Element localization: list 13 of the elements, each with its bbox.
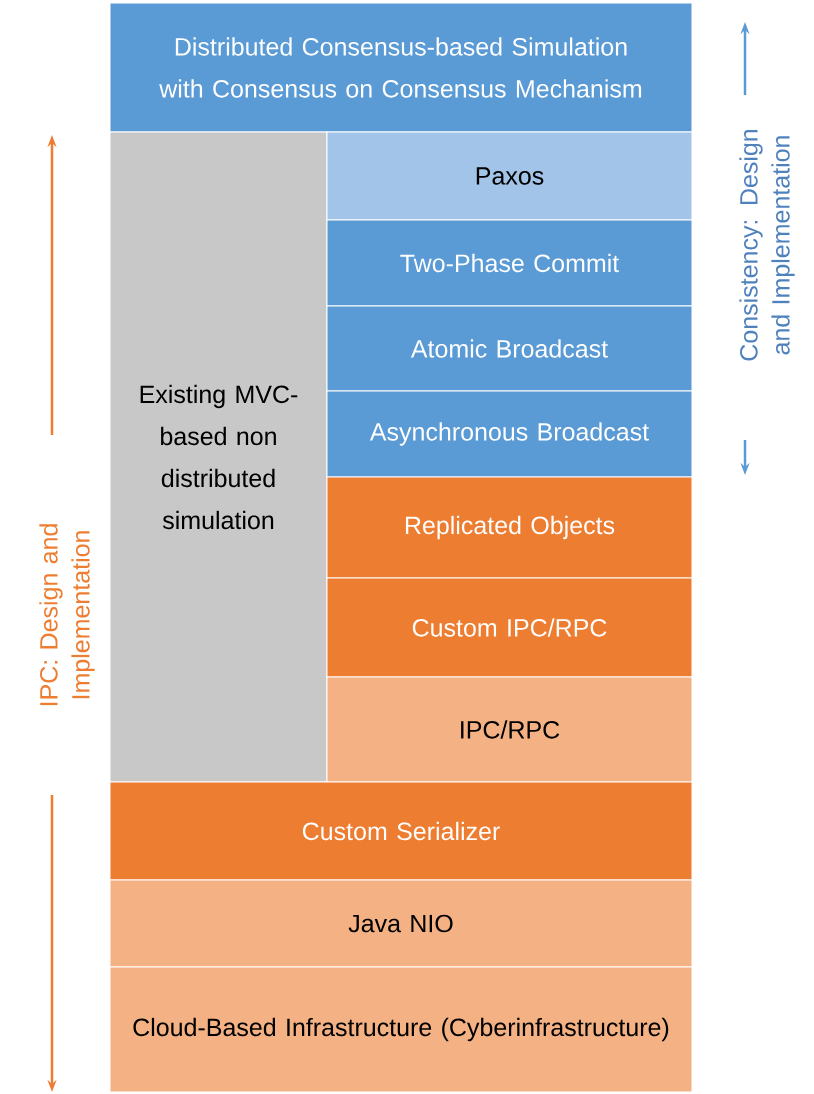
- layer-box: Asynchronous Broadcast: [326, 390, 693, 478]
- layer-box: Atomic Broadcast: [326, 305, 693, 392]
- layer-box: Custom IPC/RPC: [326, 577, 693, 678]
- layer-box: Java NIO: [109, 879, 693, 968]
- layer-box: Existing MVC-based non distributed simulation: [109, 131, 328, 783]
- layer-box: Cloud-Based Infrastructure (Cyberinfrastructure): [109, 966, 693, 1093]
- layer-box: Paxos: [326, 131, 693, 221]
- layer-box: Two-Phase Commit: [326, 219, 693, 307]
- layer-box: Distributed Consensus-based Simulation with Consensus on Consensus Mechanism: [109, 2, 693, 133]
- layer-box: Custom Serializer: [109, 781, 693, 881]
- layer-box: Replicated Objects: [326, 476, 693, 579]
- side-label: Consistency: Design and Implementation: [739, 129, 795, 361]
- layer-box: IPC/RPC: [326, 676, 693, 783]
